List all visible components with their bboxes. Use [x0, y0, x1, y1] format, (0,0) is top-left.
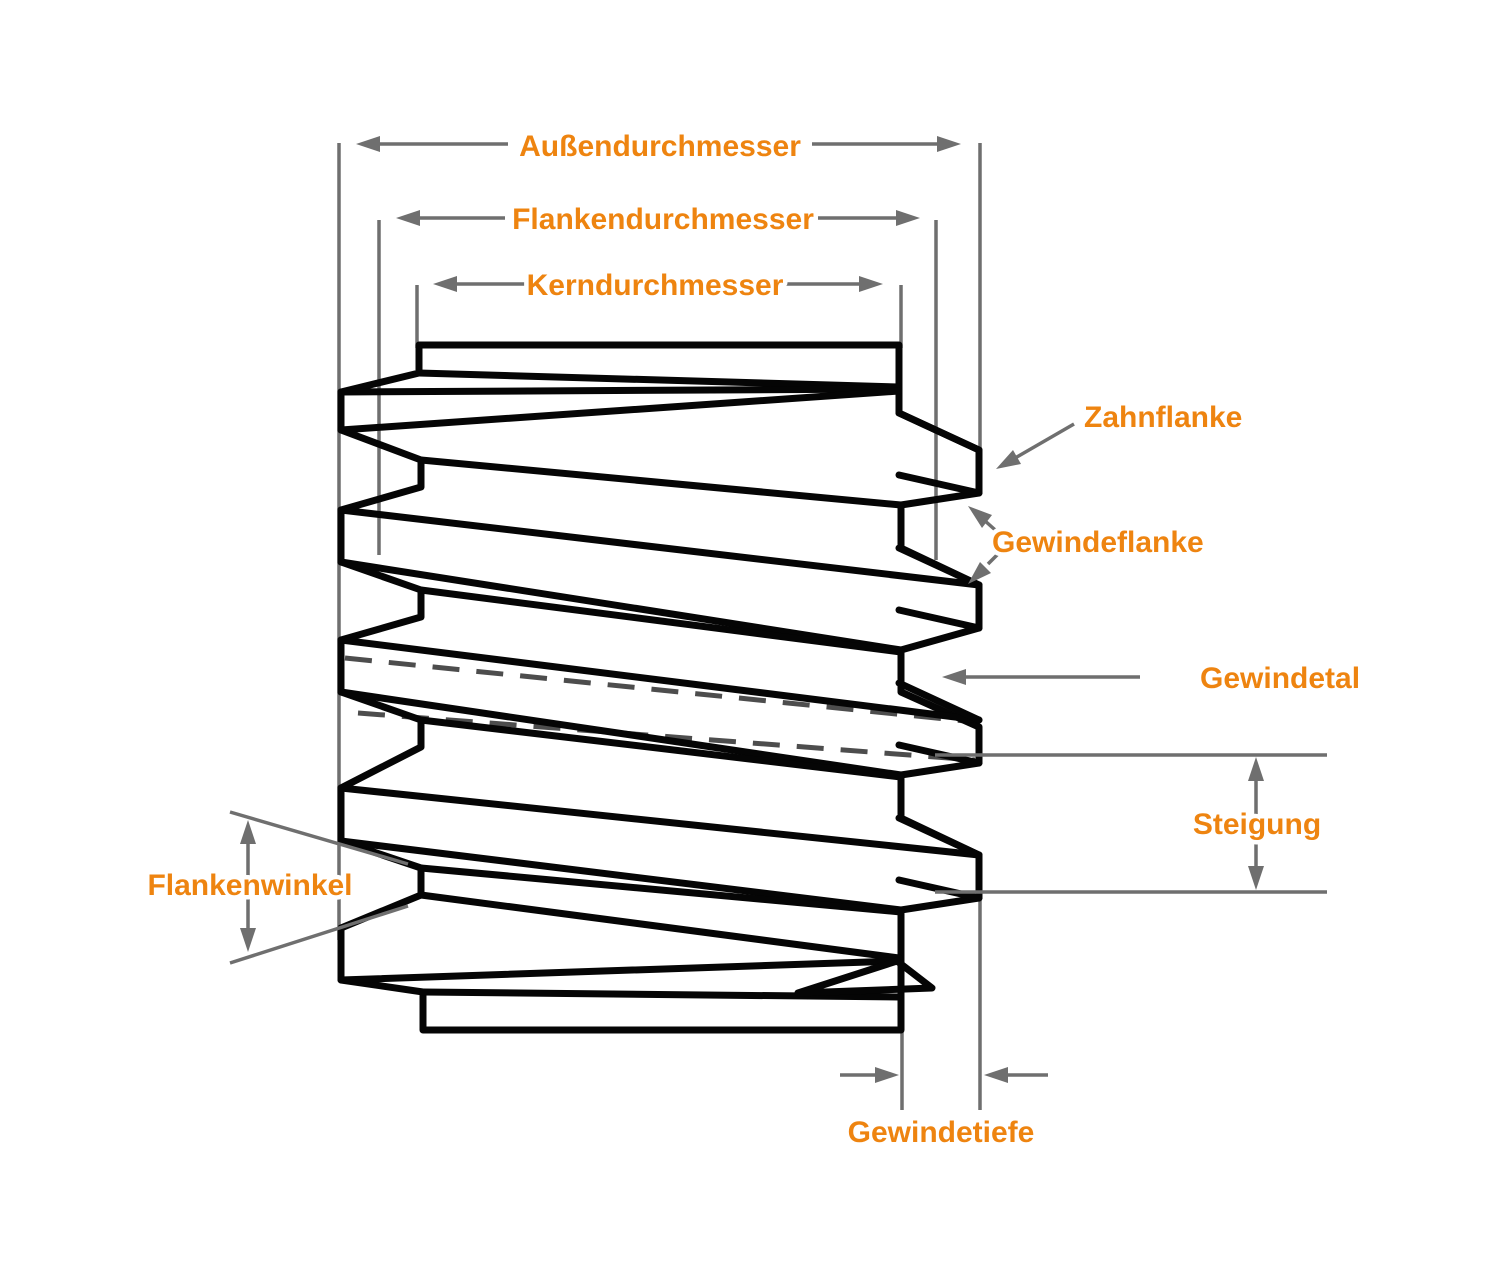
flankenwinkel-line-lower: [229, 904, 409, 965]
crest-wrap-line: [895, 409, 983, 454]
arrowhead-steigung-down: [1248, 866, 1264, 890]
arrowhead-flankenwinkel-up: [240, 820, 256, 844]
label-aussendurchmesser: Außendurchmesser: [519, 130, 801, 163]
crest-wrap-line: [895, 544, 983, 589]
crest-wrap-line: [895, 876, 983, 902]
label-gewindeflanke: Gewindeflanke: [992, 526, 1204, 559]
gewindeflanke-leader-lower: [986, 548, 1004, 566]
helix-edge: [417, 864, 905, 916]
cap-bottom-edge: [415, 369, 903, 391]
dimension-annotations: [229, 136, 1327, 1083]
crest-wrap-line: [895, 471, 983, 497]
arrowhead-zahnflanke: [996, 450, 1021, 469]
arrowhead-left: [396, 210, 420, 226]
thread-runout-wedge: [794, 957, 936, 997]
helix-edge: [337, 636, 983, 724]
helix-edge: [417, 716, 905, 781]
arrowhead-right: [859, 276, 883, 292]
arrowhead-gewindeflanke-upper: [968, 506, 992, 528]
crest-wrap-line: [895, 814, 983, 859]
arrowhead-right: [937, 136, 961, 152]
label-gewindetiefe: Gewindetiefe: [848, 1116, 1035, 1149]
labels: Außendurchmesser Flankendurchmesser Kern…: [143, 126, 1365, 1154]
helix-edge: [337, 837, 905, 914]
helix-edge: [337, 957, 901, 984]
zahnflanke-leader: [1009, 422, 1075, 463]
helix-edge: [337, 506, 983, 589]
label-kerndurchmesser: Kerndurchmesser: [527, 269, 784, 302]
arrowhead-left: [356, 136, 380, 152]
arrowhead-gewindetiefe-left: [875, 1067, 899, 1083]
label-gewindetal: Gewindetal: [1200, 662, 1360, 695]
label-zahnflanke: Zahnflanke: [1084, 401, 1242, 434]
helix-edge: [337, 688, 905, 779]
helix-edge: [417, 586, 905, 656]
thread-outline: [337, 341, 983, 1034]
arrowhead-flankenwinkel-down: [240, 928, 256, 952]
arrowhead-steigung-up: [1248, 757, 1264, 781]
arrowhead-gewindetiefe-right: [984, 1067, 1008, 1083]
helix-edge: [417, 456, 905, 509]
bottom-cap-edge: [419, 988, 903, 1001]
crest-wrap-line: [895, 679, 983, 724]
hidden-line-upper: [344, 655, 976, 725]
crest-wrap-line: [895, 606, 983, 632]
label-flankendurchmesser: Flankendurchmesser: [512, 203, 814, 236]
label-steigung: Steigung: [1193, 808, 1321, 841]
hidden-line-lower: [357, 710, 976, 763]
taper-line-bottom: [337, 387, 903, 434]
gewindeflanke-leader-upper: [982, 518, 1004, 538]
label-flankenwinkel: Flankenwinkel: [147, 869, 352, 902]
helix-edge: [417, 891, 903, 962]
arrowhead-right: [896, 210, 920, 226]
arrowhead-gewindeflanke-lower: [968, 562, 991, 584]
flankenwinkel-line-upper: [229, 810, 409, 866]
hidden-helix-lines: [344, 655, 976, 763]
helix-edge: [337, 558, 905, 654]
arrowhead-gewindetal: [942, 669, 966, 685]
helix-edge: [337, 784, 983, 859]
arrowhead-left: [433, 276, 457, 292]
taper-line-top: [337, 385, 903, 396]
